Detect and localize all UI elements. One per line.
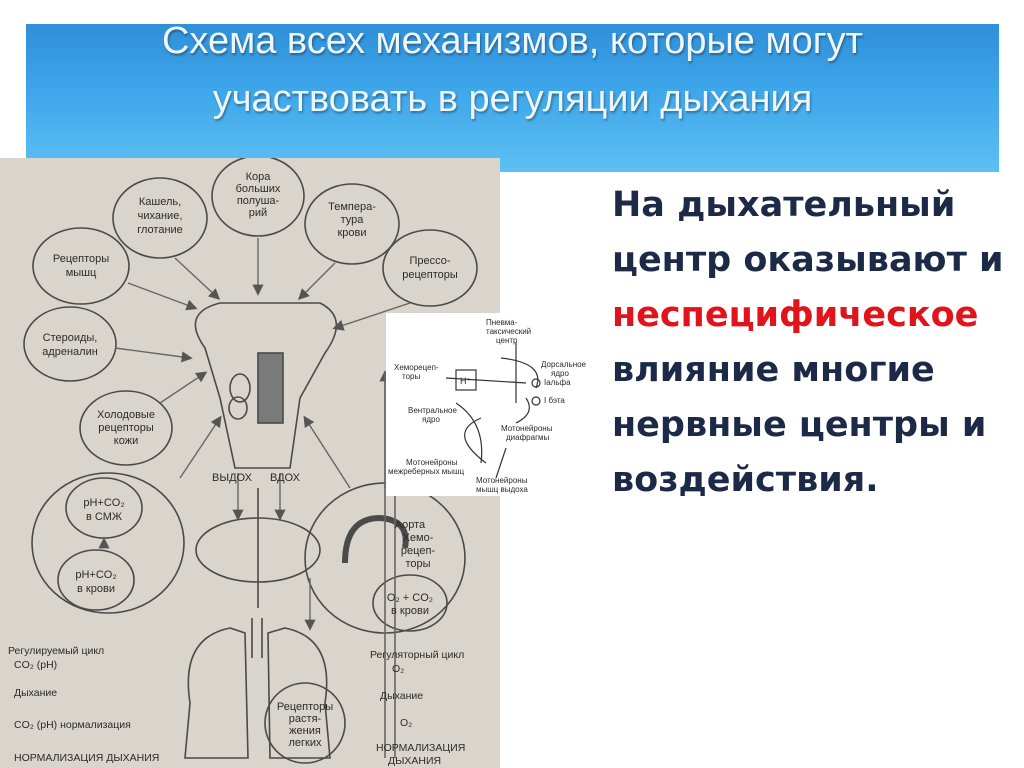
left-cycle-breathing: Дыхание [14, 687, 57, 699]
svg-text:межреберных мышц: межреберных мышц [388, 467, 464, 476]
inset-ventral: Вентральное [408, 406, 457, 415]
right-cycle-o2: O₂ [392, 663, 404, 675]
right-cycle-title: Регуляторный цикл [370, 649, 464, 661]
circle-cough [112, 177, 208, 259]
inset-alpha: Iальфа [544, 378, 571, 387]
circle-muscle [32, 227, 130, 305]
label-exhale: ВЫДОХ [212, 472, 253, 484]
lung-left [184, 627, 249, 759]
inset-h-ion: H⁺ [460, 376, 471, 386]
svg-text:диафрагмы: диафрагмы [506, 433, 549, 442]
right-cycle: Регуляторный цикл O₂ Дыхание O₂ НОРМАЛИЗ… [370, 649, 465, 767]
label-cough: Кашель,чихание,глотание [137, 196, 183, 236]
body-text-part-1: На дыхательный центр оказывают и [612, 185, 1004, 280]
left-cycle-co2: CO₂ (pH) [14, 659, 57, 671]
circle-blood-ph [57, 549, 135, 611]
label-inhale: ВДОХ [270, 472, 301, 484]
inset-expiratory: Мотонейроны [476, 476, 528, 485]
inset-intercostal: Мотонейроны [406, 458, 458, 467]
svg-text:ядро: ядро [422, 415, 440, 424]
right-cycle-o2-2: O₂ [400, 717, 412, 729]
circle-ph-big [31, 472, 185, 614]
lung-right [267, 627, 331, 759]
right-cycle-result-2: ДЫХАНИЯ [388, 755, 441, 767]
svg-text:ядро: ядро [551, 369, 569, 378]
title-line-2: участвовать в регуляции дыхания [212, 78, 813, 120]
title-line-1: Схема всех механизмов, которые могут [161, 20, 864, 62]
aorta [342, 514, 409, 564]
circle-cold [79, 390, 173, 466]
circle-stretch [264, 682, 346, 764]
left-cycle: Регулируемый цикл CO₂ (pH) Дыхание CO₂ (… [8, 645, 159, 764]
inset-beta: I бэта [544, 396, 565, 405]
svg-text:торы: торы [402, 372, 420, 381]
inset-diagram: Пневма- таксический центр Дорсальное ядр… [386, 313, 602, 496]
slide-title: Схема всех механизмов, которые могут уча… [26, 12, 999, 128]
right-cycle-result: НОРМАЛИЗАЦИЯ [376, 742, 465, 754]
circle-presso [382, 229, 478, 307]
inset-dorsal: Дорсальное [541, 360, 587, 369]
body-text-part-2: влияние многие нервные центры и воздейст… [612, 350, 987, 500]
circle-blood-o2 [372, 574, 448, 632]
circle-cortex [211, 158, 305, 237]
inset-pneumo: Пневма- [486, 318, 518, 327]
circle-steroids [23, 306, 117, 382]
slide-body-text: На дыхательный центр оказывают и неспеци… [612, 178, 1012, 508]
svg-text:центр: центр [496, 336, 518, 345]
body-text-highlight: неспецифическое [612, 295, 979, 335]
right-cycle-breathing: Дыхание [380, 690, 423, 702]
inset-chemo: Хеморецеп- [394, 363, 439, 372]
circle-temperature [304, 183, 400, 265]
left-cycle-result: НОРМАЛИЗАЦИЯ ДЫХАНИЯ [14, 752, 159, 764]
inset-diaphragm: Мотонейроны [501, 424, 553, 433]
brainstem [194, 302, 338, 469]
trachea [251, 618, 263, 658]
title-bar: Схема всех механизмов, которые могут уча… [26, 20, 999, 172]
svg-text:мышц выдоха: мышц выдоха [476, 485, 528, 494]
left-cycle-title: Регулируемый цикл [8, 645, 104, 657]
svg-text:таксический: таксический [486, 327, 531, 336]
left-cycle-normalization: CO₂ (pH) нормализация [14, 719, 131, 731]
inspiratory-zone [257, 352, 284, 424]
label-presso: Прессо-рецепторы [402, 255, 458, 281]
label-steroids: Стероиды,адреналин [42, 332, 98, 358]
